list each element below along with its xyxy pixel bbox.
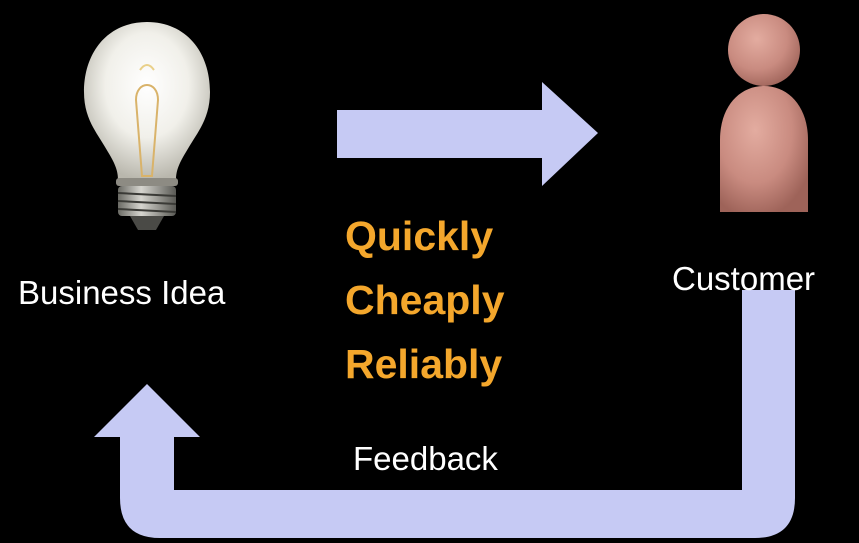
feedback-arrow xyxy=(94,290,795,538)
feedback-label: Feedback xyxy=(353,440,498,477)
lightbulb-icon xyxy=(84,22,210,230)
customer-label: Customer xyxy=(672,260,816,297)
person-icon xyxy=(720,14,808,212)
quality-quickly: Quickly xyxy=(345,213,494,259)
business-idea-label: Business Idea xyxy=(18,274,226,311)
quality-cheaply: Cheaply xyxy=(345,277,505,323)
forward-arrow xyxy=(337,82,598,186)
quality-reliably: Reliably xyxy=(345,341,503,387)
